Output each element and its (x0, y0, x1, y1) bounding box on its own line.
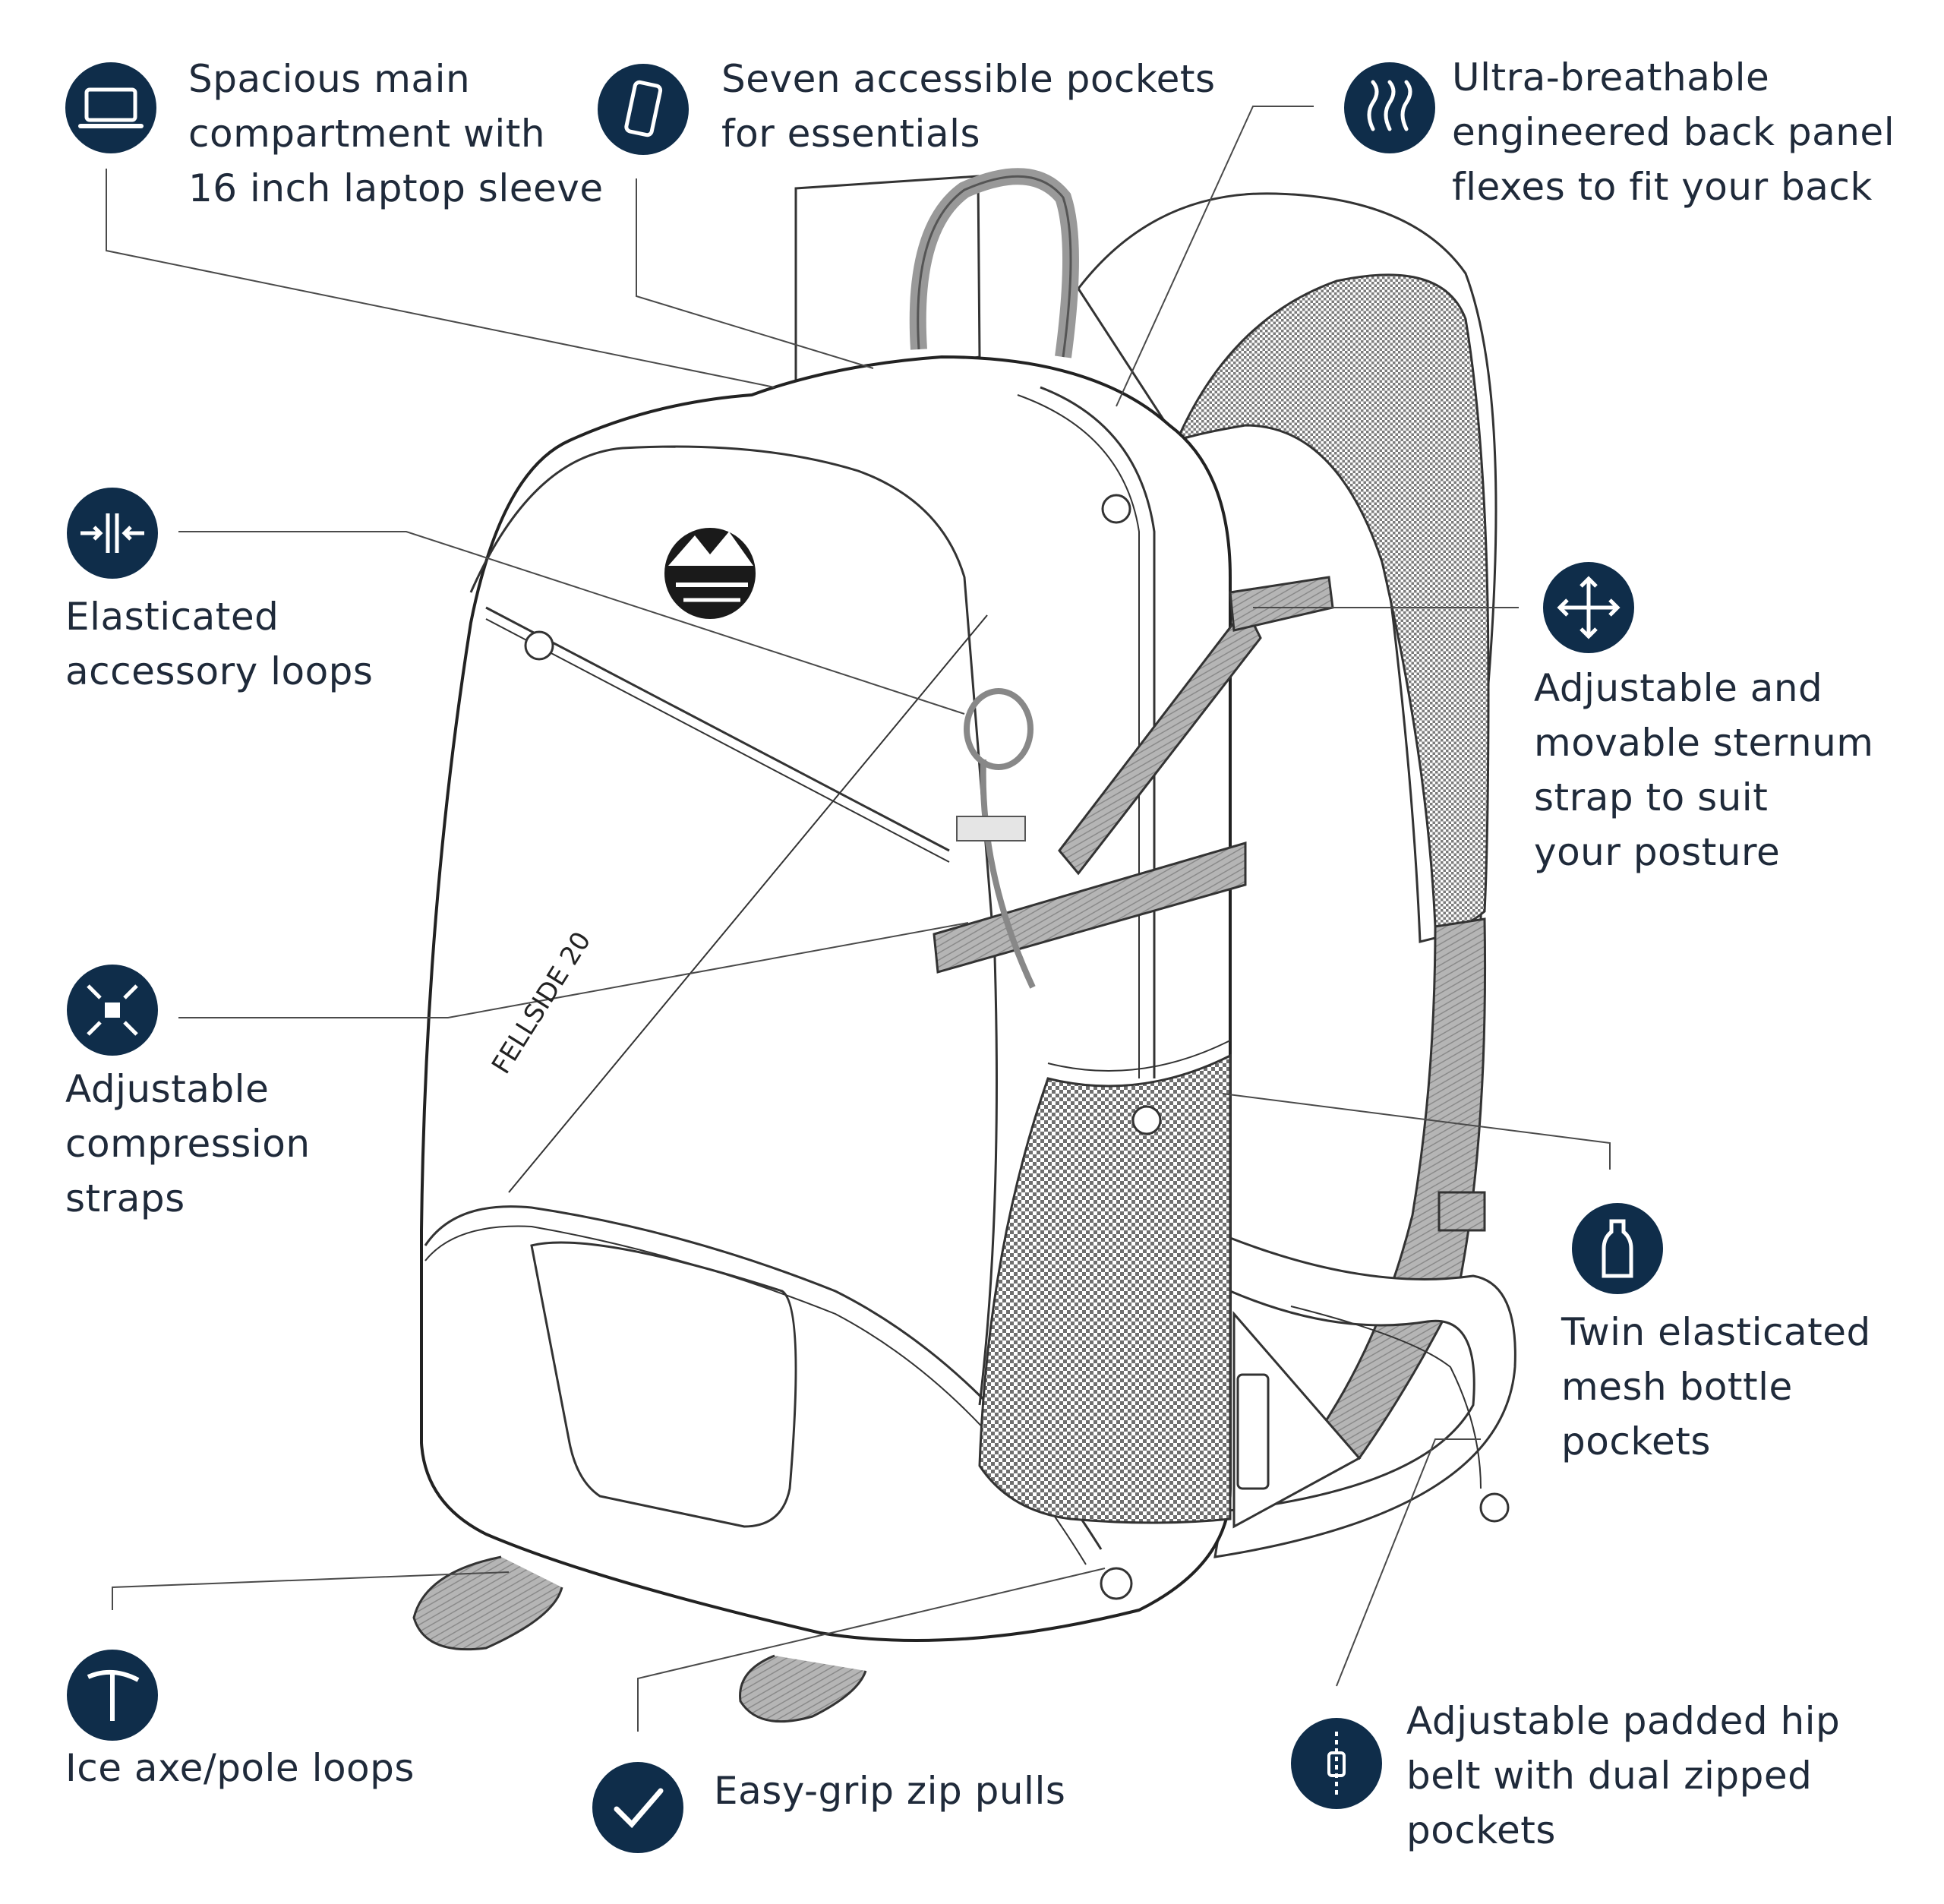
compress-icon (67, 965, 158, 1056)
front-pocket-panel (530, 1241, 797, 1528)
feature-ice-axe: Ice axe/pole loops (65, 1746, 415, 1790)
hip-belt (1213, 1236, 1516, 1558)
strap-tail (1437, 1191, 1486, 1232)
sternum-strap (1229, 576, 1334, 632)
front-zip-pull (524, 630, 554, 661)
feature-laptop: Spacious main compartment with 16 inch l… (188, 57, 604, 210)
leader-zip-pulls (637, 1568, 1106, 1732)
feature-pockets: Seven accessible pockets for essentials (721, 57, 1216, 156)
mountain-logo (664, 528, 756, 619)
leader-pockets (636, 178, 874, 369)
front-diagonal-zip (485, 606, 950, 852)
leader-bottle (1222, 1093, 1611, 1170)
ice-axe-icon (67, 1650, 158, 1741)
upper-compression-strap (1058, 605, 1262, 876)
ice-axe-loop-left (412, 1555, 563, 1651)
ice-axe-loop-right (739, 1654, 867, 1723)
leader-back-panel (1116, 106, 1314, 407)
move-arrows-icon (1543, 562, 1634, 653)
feature-compression: Adjustable compression straps (65, 1067, 311, 1220)
hip-belt-zip (1290, 1306, 1482, 1489)
front-panel (469, 445, 998, 1406)
checkmark-icon (592, 1762, 683, 1853)
leader-compression (178, 922, 969, 1018)
side-zip-pull (1131, 1105, 1162, 1135)
leader-laptop (106, 169, 775, 388)
top-zip-pull (1101, 494, 1131, 524)
elastic-icon (67, 488, 158, 579)
feature-zip-pulls: Easy-grip zip pulls (714, 1769, 1066, 1813)
hip-zip-pull (1479, 1492, 1510, 1523)
feature-loops: Elasticated accessory loops (65, 595, 374, 693)
phone-icon (598, 64, 689, 155)
accessory-loop (964, 688, 1034, 770)
airflow-icon (1344, 62, 1435, 153)
feature-back-panel: Ultra-breathable engineered back panel f… (1452, 55, 1895, 209)
feature-sternum: Adjustable and movable sternum strap to … (1534, 666, 1874, 874)
leader-ice-axe (112, 1571, 510, 1610)
leader-hip-belt (1336, 1438, 1481, 1687)
lakeland-active-logo (1236, 1373, 1270, 1490)
leader-loops (178, 531, 965, 715)
bottle-icon (1572, 1203, 1663, 1294)
mesh-bottle-pocket (978, 1053, 1232, 1524)
zipper-icon (1291, 1718, 1382, 1809)
lower-zip-pull (1100, 1567, 1133, 1600)
lower-shoulder-strap (1319, 917, 1487, 1460)
side-zip-seam (1040, 386, 1156, 1078)
shoulder-mesh (1175, 273, 1490, 930)
laptop-icon (65, 62, 156, 153)
feature-bottle: Twin elasticated mesh bottle pockets (1561, 1310, 1871, 1464)
feature-hip-belt: Adjustable padded hip belt with dual zip… (1406, 1699, 1841, 1852)
